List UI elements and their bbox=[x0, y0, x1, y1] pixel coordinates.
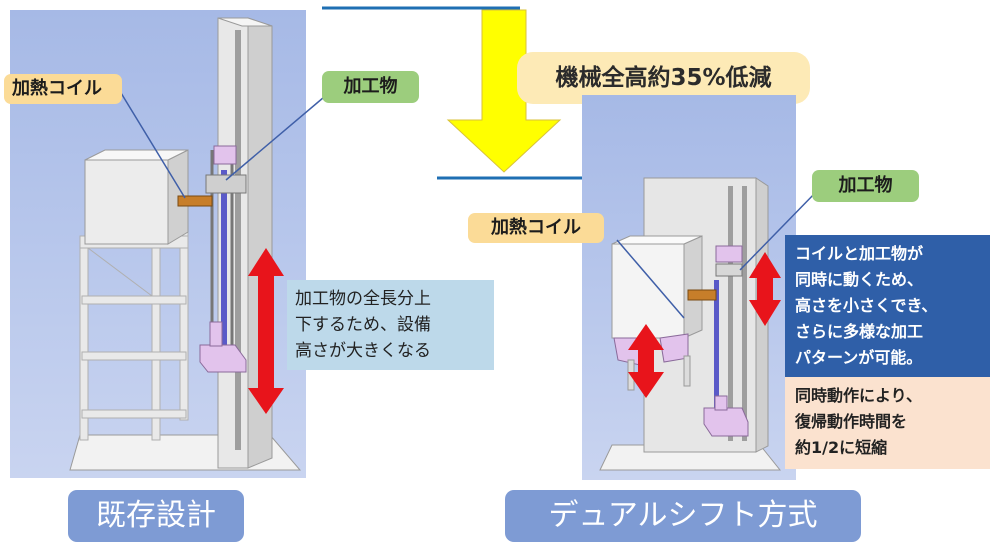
dual-shift-caption: デュアルシフト方式 bbox=[505, 490, 861, 542]
left-workpiece-label: 加工物 bbox=[322, 71, 419, 103]
height-arrow-right-workpiece bbox=[628, 324, 664, 398]
height-arrow-right-coil bbox=[749, 252, 781, 326]
height-arrow-left bbox=[248, 248, 284, 414]
right-time-note: 同時動作により、 復帰動作時間を 約1/2に短縮 bbox=[785, 377, 990, 469]
right-benefit-note: コイルと加工物が 同時に動くため、 高さを小さくでき、 さらに多様な加工 パター… bbox=[785, 235, 990, 377]
left-height-note: 加工物の全長分上 下するため、設備 高さが大きくなる bbox=[287, 280, 494, 370]
left-heating-coil-label: 加熱コイル bbox=[4, 74, 122, 104]
down-arrow-icon bbox=[446, 9, 562, 173]
right-heating-coil-label: 加熱コイル bbox=[468, 213, 604, 243]
existing-design-caption: 既存設計 bbox=[68, 490, 244, 542]
right-workpiece-label: 加工物 bbox=[812, 170, 919, 202]
